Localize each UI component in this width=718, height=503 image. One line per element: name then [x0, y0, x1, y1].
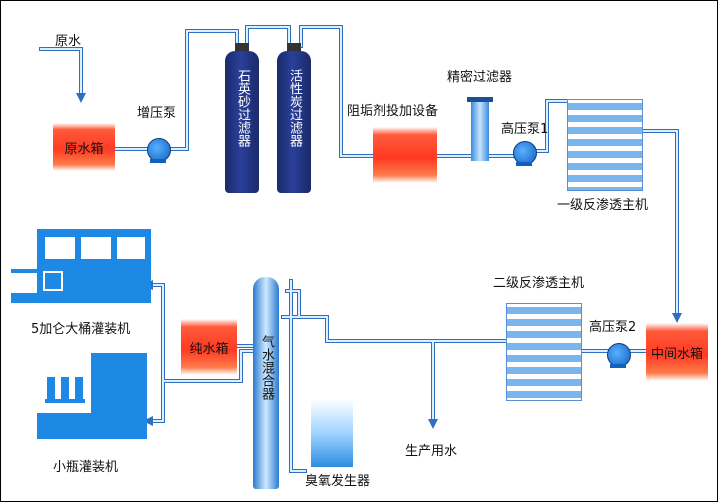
pure-water-tank: 纯水箱: [181, 319, 237, 375]
quartz-sand-filter-label: 石英砂过滤器: [235, 69, 250, 147]
primary-ro-unit: [567, 99, 643, 191]
primary-ro-label: 一级反渗透主机: [557, 198, 649, 213]
activated-carbon-filter: 活性炭过滤器: [277, 51, 311, 193]
ozone-generator: [311, 399, 353, 467]
hp-pump1-label: 高压泵1: [501, 122, 549, 137]
mid-water-tank-label: 中间水箱: [650, 346, 703, 362]
precision-filter: [471, 99, 489, 161]
pure-water-tank-label: 纯水箱: [189, 341, 229, 357]
precision-filter-cap: [467, 97, 493, 102]
booster-pump-base: [150, 159, 166, 163]
booster-pump-label: 增压泵: [137, 106, 177, 121]
antiscalant-dosing-unit: [373, 127, 437, 183]
quartz-sand-filter: 石英砂过滤器: [225, 51, 259, 193]
raw-water-tank: 原水箱: [53, 123, 115, 171]
antiscalant-label: 阻垢剂投加设备: [347, 104, 439, 119]
secondary-ro-label: 二级反渗透主机: [493, 276, 585, 291]
hp-pump2-base: [610, 364, 626, 368]
hp-pump2-label: 高压泵2: [589, 320, 637, 335]
gas-water-mixer-label: 气水混合器: [259, 335, 274, 400]
raw-water-label: 原水: [55, 34, 82, 49]
hp-pump1-icon: [513, 141, 537, 165]
secondary-ro-unit: [506, 303, 582, 401]
five-gallon-filler-machine: [11, 229, 151, 313]
sand-filter-cap: [235, 43, 249, 51]
small-bottle-filler-machine: [37, 353, 147, 439]
activated-carbon-filter-label: 活性炭过滤器: [287, 69, 302, 147]
raw-water-tank-label: 原水箱: [64, 141, 104, 157]
ozone-generator-label: 臭氧发生器: [305, 474, 371, 489]
gas-water-mixer: [253, 277, 279, 489]
hp-pump1-base: [516, 162, 532, 166]
mid-water-tank: 中间水箱: [646, 323, 708, 381]
carbon-filter-cap: [287, 43, 301, 51]
production-water-label: 生产用水: [405, 444, 458, 459]
five-gallon-filler-label: 5加仑大桶灌装机: [31, 322, 131, 337]
precision-filter-label: 精密过滤器: [447, 70, 513, 85]
small-bottle-filler-label: 小瓶灌装机: [53, 460, 119, 475]
